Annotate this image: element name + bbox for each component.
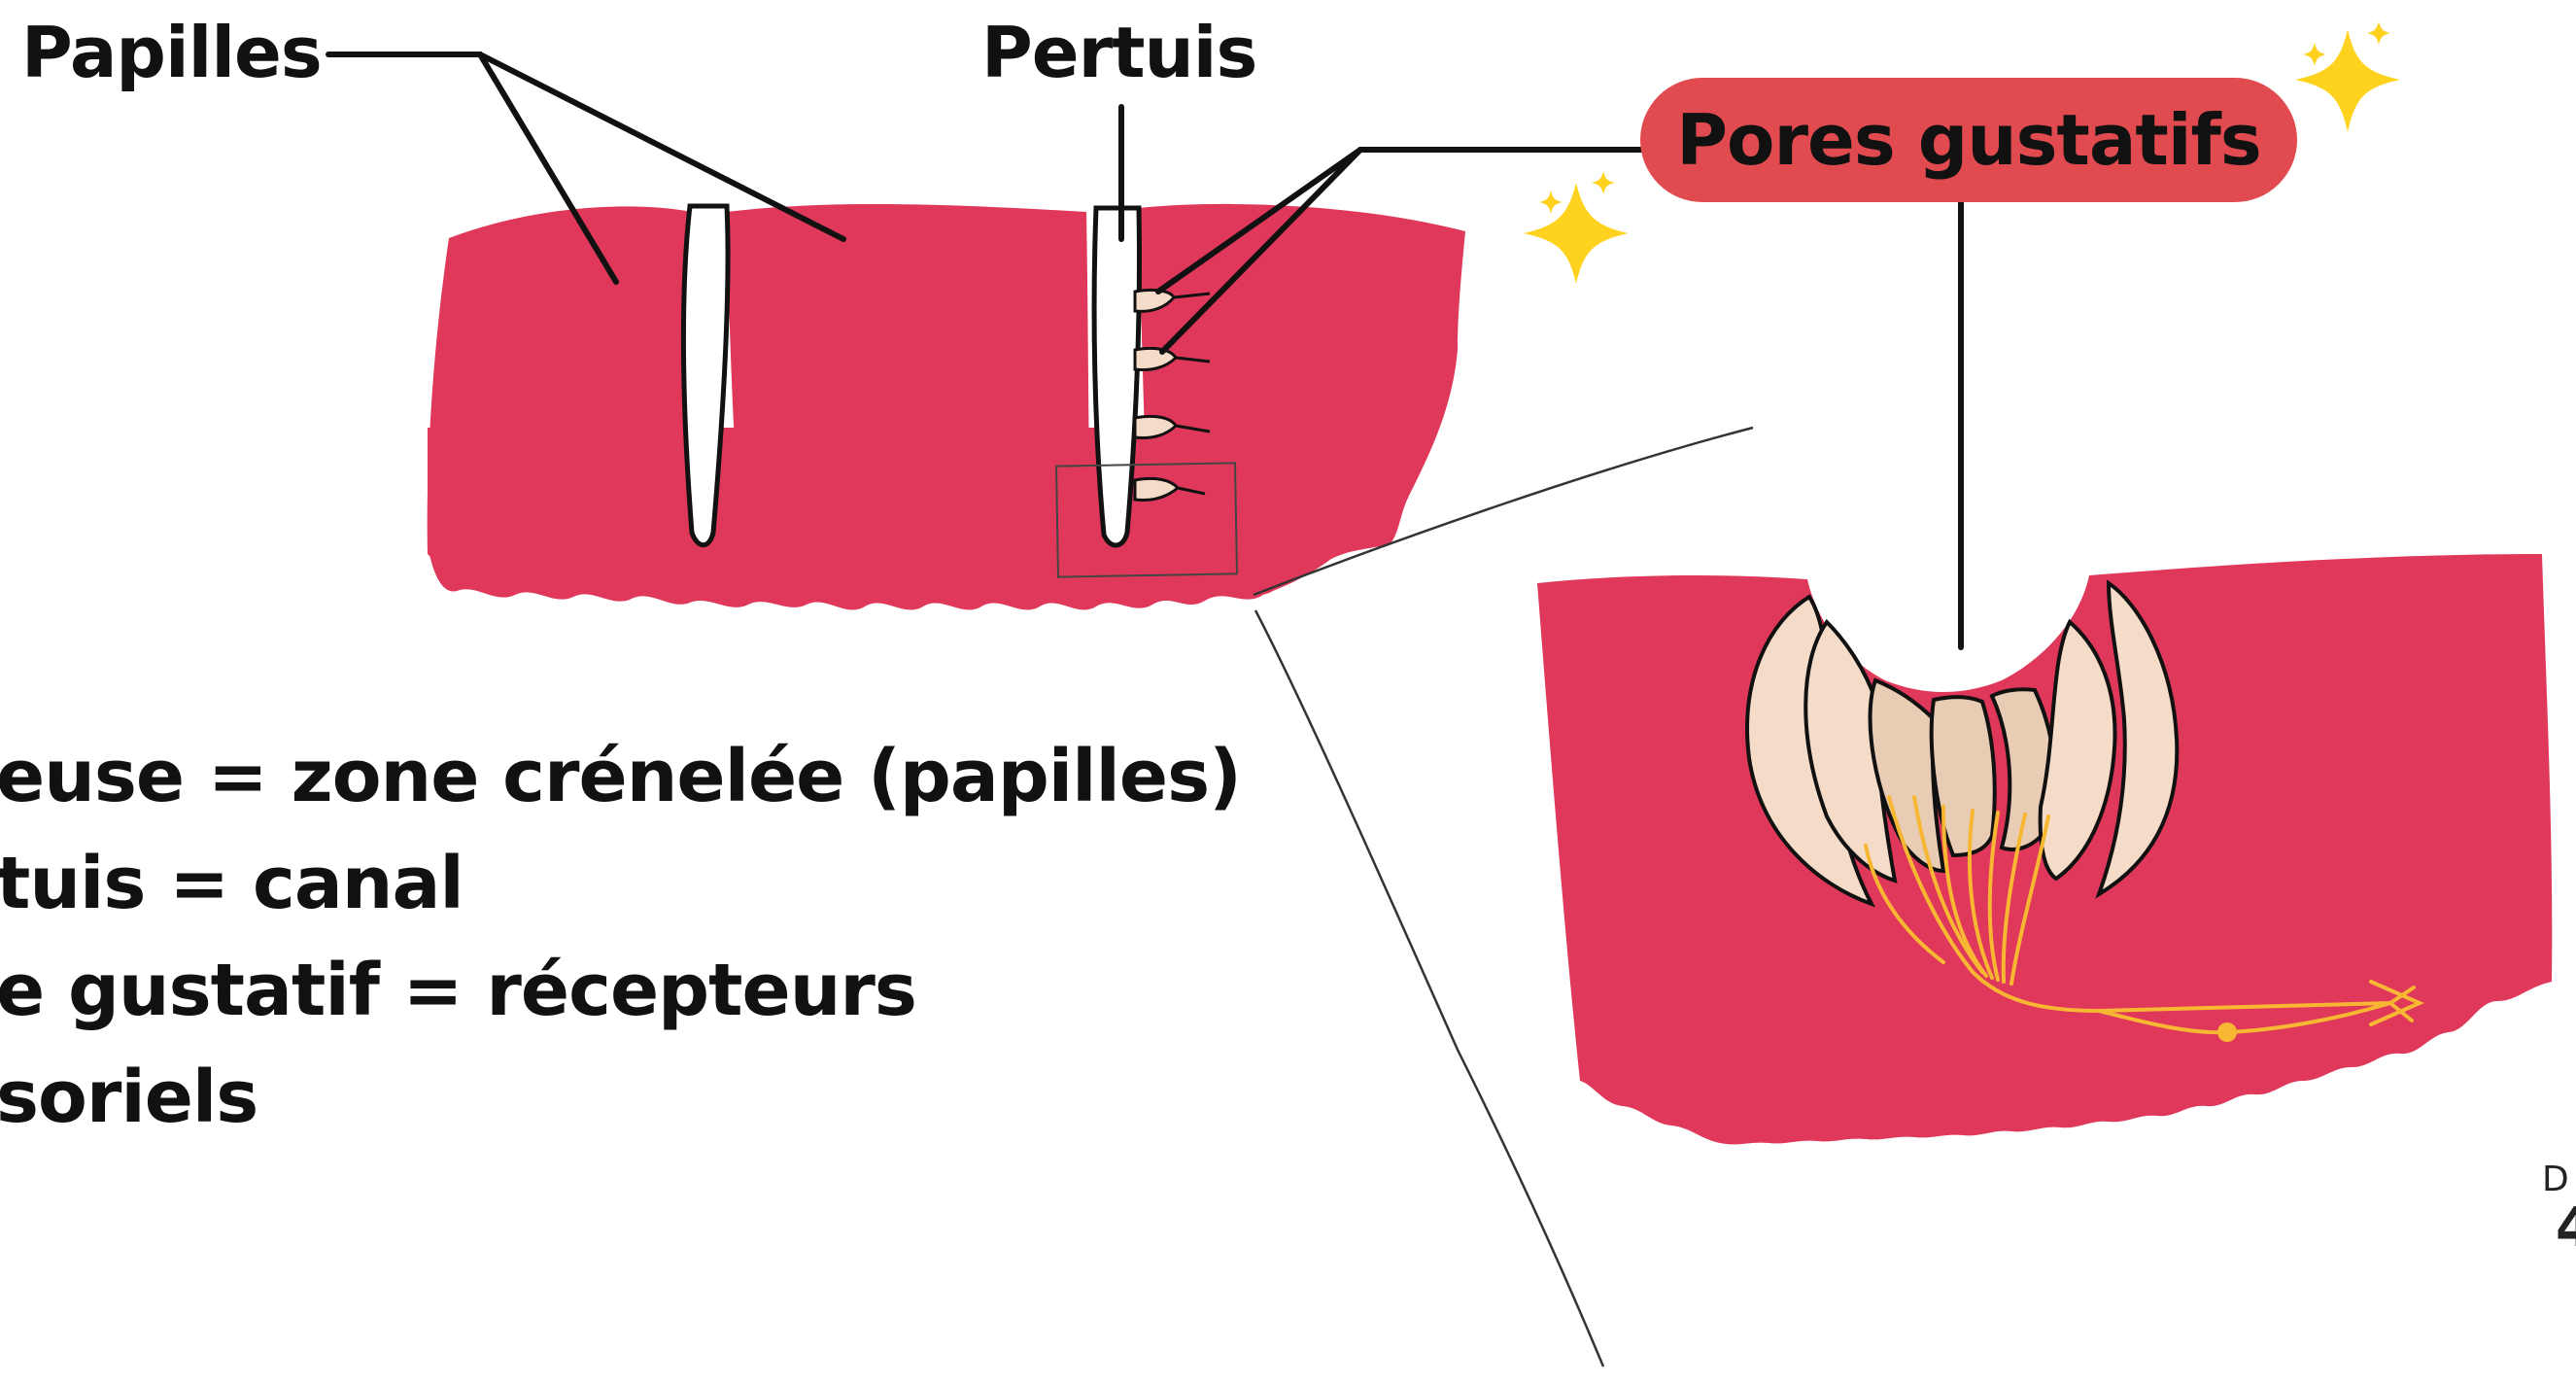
pertuis-channel: [1094, 208, 1139, 545]
taste-bud-zoom: [1537, 554, 2552, 1144]
corner-number: 4: [2556, 1201, 2576, 1256]
sparkle-icon: [1524, 171, 1629, 284]
pertuis-label: Pertuis: [981, 17, 1256, 87]
legend-line: e gustatif = récepteurs: [0, 954, 916, 1026]
sparkle-icon: [2295, 21, 2400, 132]
papillae-tissue-block: [428, 204, 1465, 610]
legend-line: euse = zone crénelée (papilles): [0, 741, 1241, 813]
corner-text: D: [2542, 1162, 2569, 1197]
legend-line: soriels: [0, 1061, 258, 1133]
papillae-base: [428, 428, 1419, 609]
pores-gustatifs-label: Pores gustatifs: [1640, 78, 2297, 202]
papilles-label: Papilles: [21, 17, 322, 87]
legend-line: tuis = canal: [0, 848, 464, 919]
